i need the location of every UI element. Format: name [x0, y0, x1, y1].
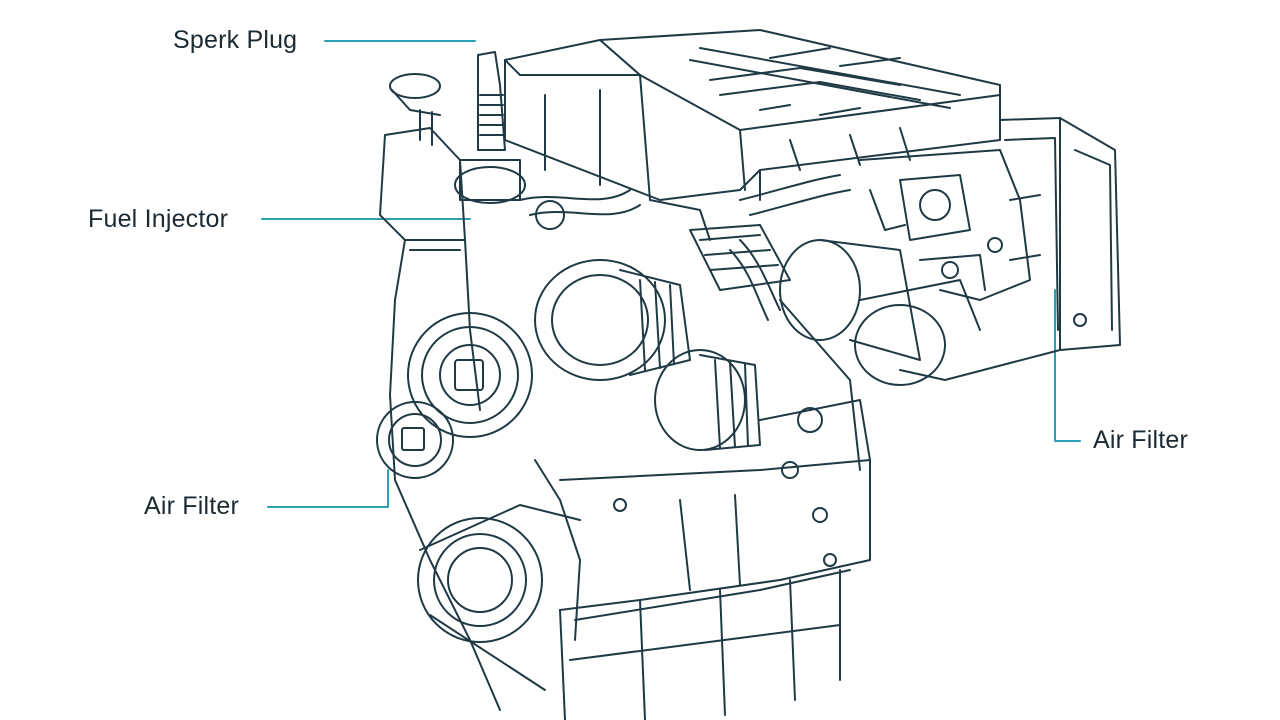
valve-cover: [504, 29, 1001, 201]
air-filter-right-label: Air Filter: [1093, 426, 1189, 454]
air-filter-housing: [899, 117, 1121, 381]
oil-pan: [559, 299, 871, 720]
oil-cap: [389, 73, 441, 146]
pulleys: [376, 312, 581, 691]
fuel-injector-label: Fuel Injector: [88, 205, 229, 233]
air-filter-left-label: Air Filter: [144, 492, 240, 520]
air-filter-right-leader: [1054, 289, 1081, 442]
spark-plug-label: Sperk Plug: [173, 26, 298, 54]
leader-lines: [261, 40, 1081, 508]
air-filter-left-leader: [267, 469, 389, 508]
intake-pipes: [689, 174, 981, 386]
alternator: [534, 259, 761, 451]
spark-plug-part: [454, 51, 526, 204]
manifold-detail: [859, 149, 1031, 301]
hoses: [519, 189, 781, 321]
